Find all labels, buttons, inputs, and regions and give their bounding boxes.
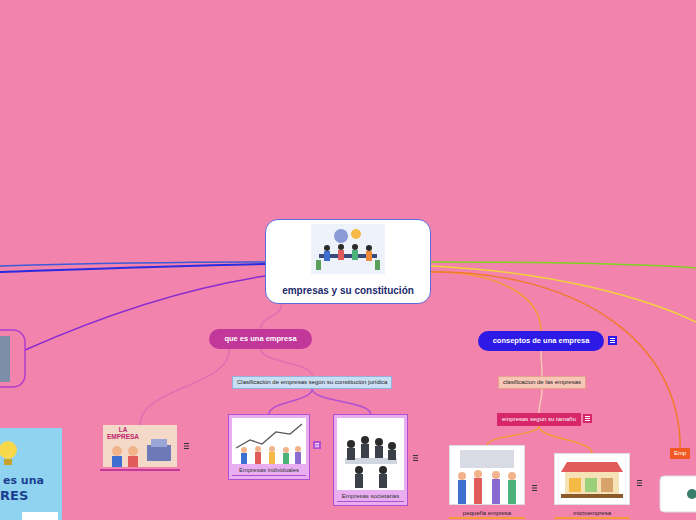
image-text: es una bbox=[3, 474, 44, 487]
mindmap-node: Empresas individuales bbox=[228, 414, 310, 480]
node-text: Clasificación de empresas según su const… bbox=[237, 379, 387, 386]
branch-connector bbox=[140, 349, 230, 425]
node-text: empresas segun su tamaño bbox=[502, 416, 576, 423]
photo-illustration bbox=[554, 453, 630, 505]
branch-connector bbox=[487, 426, 539, 445]
node-text: Empresas societarias bbox=[337, 493, 404, 502]
node-text: clasificacion de las empresas bbox=[503, 379, 581, 386]
mindmap-node: Clasificación de empresas según su const… bbox=[232, 376, 392, 389]
branch-connector bbox=[539, 426, 592, 453]
node-text: empresas y su constitución bbox=[270, 285, 426, 296]
card-illustration bbox=[232, 418, 306, 464]
node-text: Empresas individuales bbox=[232, 467, 306, 476]
mindmap-node: Empresas societarias bbox=[333, 414, 408, 506]
branch-connector bbox=[261, 304, 282, 329]
node-text: pequeña empresa bbox=[449, 510, 525, 519]
branch-connector bbox=[431, 272, 680, 448]
branch-connector bbox=[261, 349, 313, 376]
node-text: que es una empresa bbox=[219, 334, 302, 344]
mindmap-node: conseptos de una empresa bbox=[478, 331, 604, 351]
card-illustration bbox=[337, 418, 404, 490]
node-text: Emp bbox=[674, 450, 686, 457]
node-text: LA EMPRESA bbox=[106, 426, 140, 440]
branch-connector bbox=[431, 272, 541, 331]
image-text: RES bbox=[0, 488, 28, 503]
node-text: microempresa bbox=[554, 510, 630, 519]
photo-illustration bbox=[449, 445, 525, 505]
branch-connector bbox=[312, 389, 370, 414]
mindmap-node: pequeña empresa bbox=[449, 445, 525, 519]
mindmap-node: Emp bbox=[670, 448, 690, 459]
mindmap-node: que es una empresa bbox=[209, 329, 312, 349]
mindmap-node: empresas y su constitución bbox=[265, 219, 431, 304]
branch-connector bbox=[541, 351, 542, 376]
empresa-illustration bbox=[103, 425, 177, 467]
central-illustration bbox=[270, 224, 426, 276]
node-text: conseptos de una empresa bbox=[488, 336, 594, 346]
branch-connector bbox=[269, 389, 312, 414]
mindmap-node: clasificacion de las empresas bbox=[498, 376, 586, 389]
branch-connector bbox=[539, 389, 542, 413]
mindmap-node: microempresa bbox=[554, 453, 630, 519]
mindmap-node: LA EMPRESA bbox=[100, 425, 180, 471]
mindmap-node: empresas segun su tamaño bbox=[497, 413, 581, 426]
